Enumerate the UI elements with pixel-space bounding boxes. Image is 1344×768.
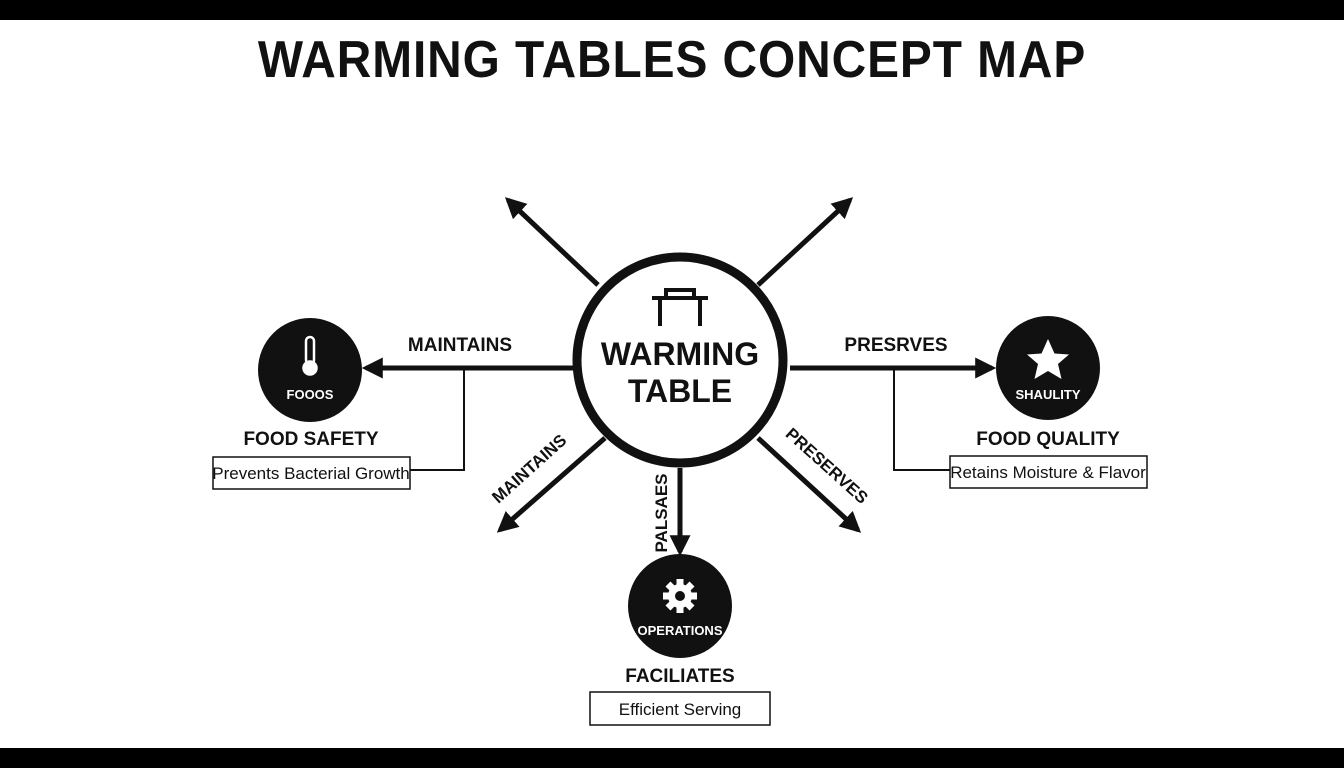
quality-box: [949, 455, 1148, 489]
edge-down-right: [756, 436, 862, 533]
safety-box: [212, 456, 411, 490]
star-icon: [1027, 339, 1069, 379]
safety-heading: FOOD SAFETY: [243, 429, 378, 450]
top-bar: [0, 0, 1344, 20]
quality-bracket: [893, 368, 950, 471]
safety-box-text: Prevents Bacterial Growth: [212, 464, 409, 483]
edge-label-left: MAINTAINS: [408, 335, 512, 356]
edge-label-right: PRESRVES: [844, 335, 947, 356]
safety-bracket: [410, 368, 465, 471]
edge-label-down-left: MAINTAINS: [488, 431, 570, 507]
quality-heading: FOOD QUALITY: [976, 429, 1120, 450]
edge-down-left: [496, 436, 607, 533]
operations-heading: FACILIATES: [625, 666, 734, 687]
quality-node-label: SHAULITY: [1016, 387, 1081, 402]
operations-box: [589, 691, 771, 726]
page-title: WARMING TABLES CONCEPT MAP: [257, 31, 1087, 89]
edge-up-left: [504, 197, 600, 287]
edge-label-down-right: PRESERVES: [782, 424, 872, 507]
edge-up-right: [756, 197, 854, 287]
bottom-bar: [0, 748, 1344, 768]
edge-label-down: PALSAES: [652, 473, 671, 552]
safety-node-label: FOOOS: [287, 387, 334, 402]
thermometer-icon: [302, 335, 318, 376]
center-title-line1: WARMING: [601, 336, 759, 372]
warming-table-icon: [652, 288, 708, 326]
quality-box-text: Retains Moisture & Flavor: [950, 463, 1146, 482]
operations-box-text: Efficient Serving: [619, 700, 742, 719]
center-title-line2: TABLE: [628, 373, 732, 409]
operations-node-label: OPERATIONS: [638, 623, 723, 638]
center-node: [572, 252, 788, 468]
gear-icon: [663, 579, 697, 613]
